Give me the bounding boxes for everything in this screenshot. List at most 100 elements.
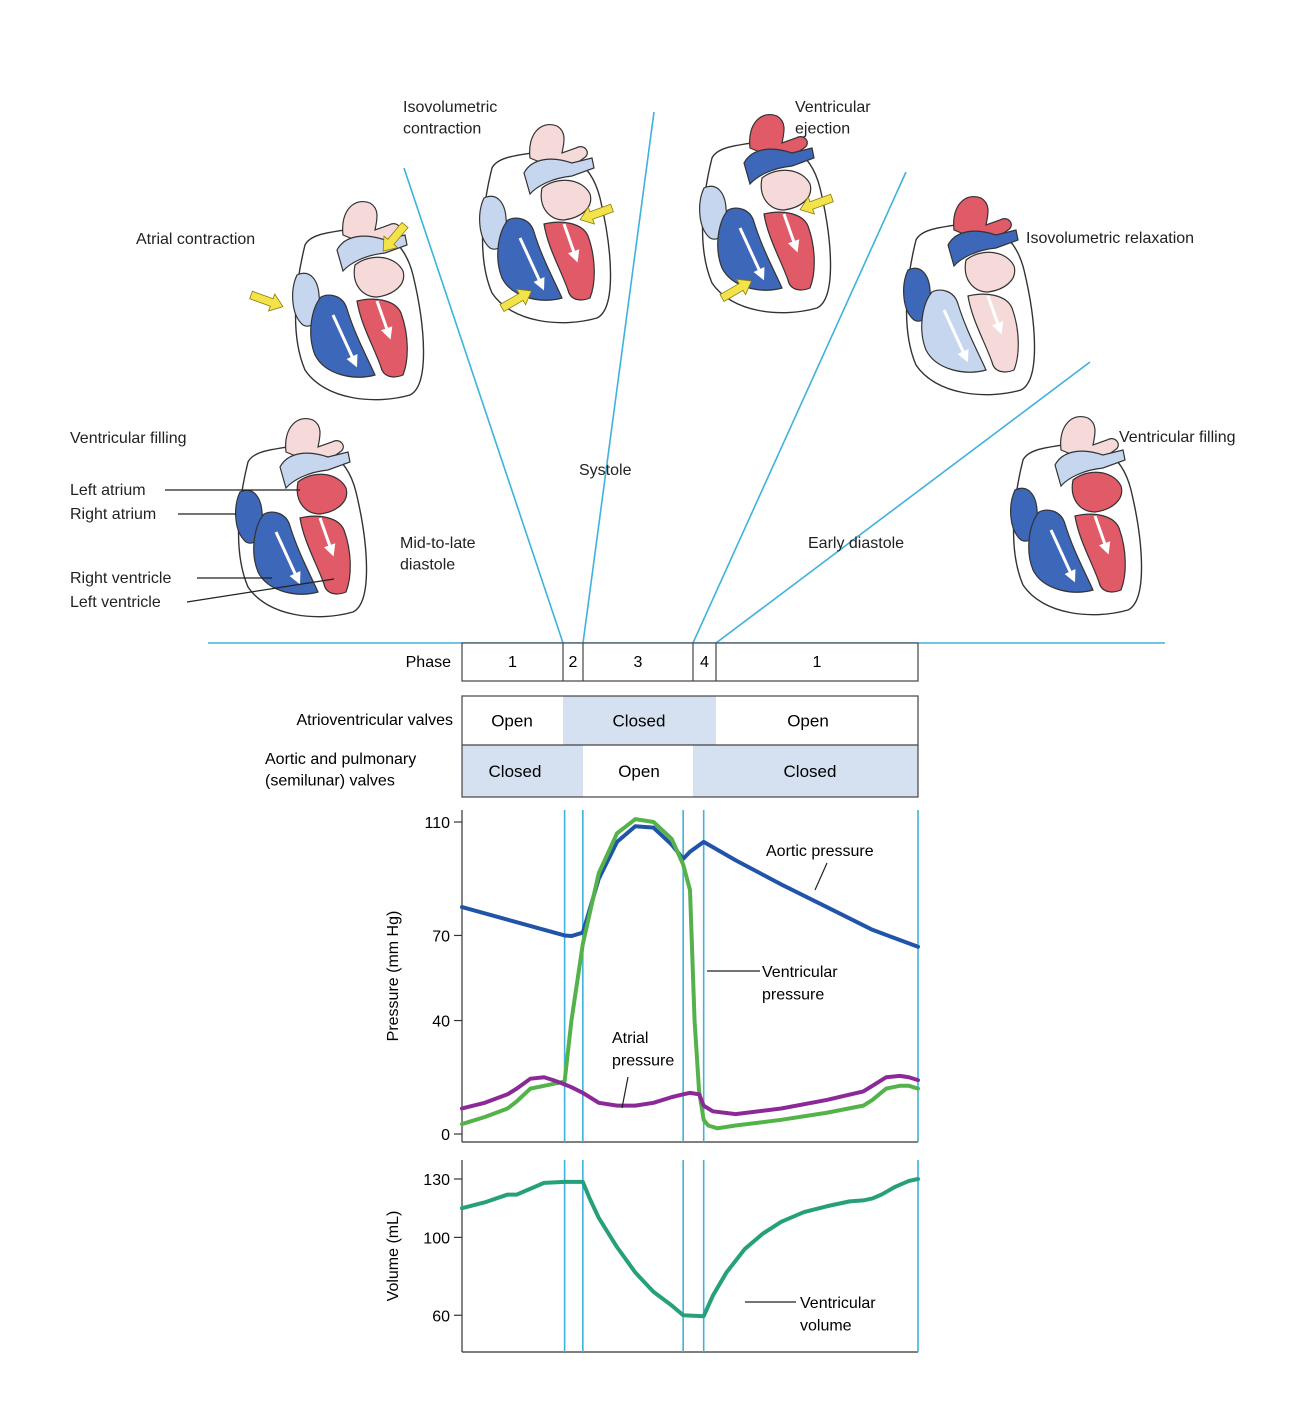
left-atrium-shape bbox=[760, 169, 812, 211]
heart-isovolumetric-relaxation bbox=[903, 196, 1036, 396]
phase-cell-1: 1 bbox=[508, 654, 517, 671]
left-atrium-shape bbox=[353, 256, 405, 298]
valve-table-frame bbox=[461, 695, 919, 798]
phase-cell-5: 1 bbox=[813, 654, 822, 671]
divider-relaxation-end bbox=[715, 361, 1091, 644]
flow-arrow bbox=[1093, 515, 1111, 555]
flow-arrow bbox=[318, 517, 336, 557]
phase-cell-3: 3 bbox=[634, 654, 643, 671]
av-state-2: Closed bbox=[613, 712, 666, 731]
semilunar-cell-bg bbox=[693, 745, 918, 797]
text-line: Isovolumetric bbox=[403, 99, 497, 116]
heart-filling-mid bbox=[235, 418, 368, 618]
y-tick-label: 40 bbox=[432, 1014, 450, 1031]
semilunar-cell-bg bbox=[583, 745, 693, 797]
left-atrium-shape bbox=[540, 179, 592, 221]
label-isovolumetric-contraction: Isovolumetric contraction bbox=[403, 99, 497, 138]
text-line: diastole bbox=[400, 557, 455, 574]
semilunar-cell-bg bbox=[462, 745, 583, 797]
y-tick-label: 70 bbox=[432, 928, 450, 945]
divider-isocontraction-start bbox=[403, 167, 564, 644]
annotation-label: Aortic pressure bbox=[766, 843, 874, 860]
y-axis-label: Pressure (mm Hg) bbox=[385, 911, 402, 1042]
y-tick-label: 0 bbox=[441, 1127, 450, 1144]
label-ventricular-filling-early: Ventricular filling bbox=[1119, 429, 1236, 446]
series-ventricular-pressure bbox=[460, 817, 920, 1131]
divider-ejection-start bbox=[582, 111, 655, 644]
pulmonary-artery-shape bbox=[947, 229, 1019, 268]
flow-arrow bbox=[1049, 529, 1076, 583]
text-line: Mid-to-late bbox=[400, 535, 476, 552]
label-atrial-contraction: Atrial contraction bbox=[136, 231, 255, 248]
text-line: (semilunar) valves bbox=[265, 773, 395, 790]
label-mid-to-late-diastole: Mid-to-late diastole bbox=[400, 535, 476, 574]
yellow-arrow-icon bbox=[382, 221, 409, 252]
series-atrial-pressure bbox=[460, 1073, 920, 1117]
heart-atrial-contraction bbox=[249, 201, 425, 401]
pulmonary-artery-shape bbox=[1054, 449, 1126, 488]
phase-table: Phase 1 2 3 4 1 bbox=[406, 642, 919, 682]
semilunar-state-1: Closed bbox=[489, 762, 542, 781]
yellow-arrow-icon bbox=[249, 290, 284, 312]
label-right-atrium: Right atrium bbox=[70, 506, 156, 523]
heart-isovolumetric-contraction bbox=[479, 124, 614, 324]
text-line: contraction bbox=[403, 121, 481, 138]
phase-cells: 1 2 3 4 1 bbox=[508, 643, 822, 681]
y-tick-label: 110 bbox=[424, 815, 450, 832]
anatomy-callouts: Left atrium Right atrium Right ventricle… bbox=[70, 482, 335, 611]
heart-ventricular-ejection bbox=[699, 114, 834, 314]
flow-arrow bbox=[518, 237, 545, 291]
y-tick-label: 130 bbox=[423, 1172, 450, 1189]
semilunar-state-3: Closed bbox=[784, 762, 837, 781]
left-atrium-shape bbox=[1071, 471, 1123, 513]
flow-arrow bbox=[331, 314, 358, 368]
heart-illustrations bbox=[235, 114, 1143, 618]
pulmonary-artery-shape bbox=[743, 147, 815, 186]
semilunar-valves-row-label: Aortic and pulmonary (semilunar) valves bbox=[265, 751, 416, 790]
av-state-3: Open bbox=[787, 712, 829, 731]
phase-cell-2: 2 bbox=[569, 654, 578, 671]
flow-arrow bbox=[375, 300, 393, 340]
valve-table: Atrioventricular valves Aortic and pulmo… bbox=[265, 695, 919, 798]
y-tick-label: 100 bbox=[423, 1230, 450, 1247]
flow-arrow bbox=[738, 227, 765, 281]
pulmonary-artery-shape bbox=[279, 451, 351, 490]
y-tick-label: 60 bbox=[432, 1308, 450, 1325]
yellow-arrow-icon bbox=[799, 193, 834, 215]
yellow-arrow-icon bbox=[499, 288, 533, 313]
phase-row-frame bbox=[461, 642, 919, 682]
av-cell-bg bbox=[462, 696, 563, 745]
yellow-arrow-icon bbox=[719, 278, 753, 303]
av-valves-row-label: Atrioventricular valves bbox=[297, 712, 454, 729]
leader-left-ventricle bbox=[186, 578, 335, 603]
av-cell-bg bbox=[716, 696, 918, 745]
label-ventricular-filling-mid: Ventricular filling bbox=[70, 430, 187, 447]
heart-filling-early bbox=[1010, 416, 1143, 616]
yellow-arrow-icon bbox=[579, 203, 614, 225]
series-ventricular-volume bbox=[460, 1177, 920, 1319]
annotation-leader bbox=[814, 862, 828, 891]
annotation-leader bbox=[621, 1076, 629, 1109]
heart-labels: Ventricular filling Atrial contraction I… bbox=[70, 99, 1236, 447]
label-isovolumetric-relaxation: Isovolumetric relaxation bbox=[1026, 230, 1194, 247]
phase-cell-4: 4 bbox=[700, 654, 709, 671]
flow-arrow bbox=[782, 213, 800, 253]
flow-arrow bbox=[942, 309, 969, 363]
flow-arrow bbox=[274, 531, 301, 585]
phase-row-label: Phase bbox=[406, 654, 451, 671]
pulmonary-artery-shape bbox=[523, 157, 595, 196]
av-cell-bg bbox=[563, 696, 716, 745]
text-line: Aortic and pulmonary bbox=[265, 751, 416, 768]
left-atrium-shape bbox=[964, 251, 1016, 293]
series-aortic-pressure bbox=[460, 824, 920, 949]
label-early-diastole: Early diastole bbox=[808, 535, 904, 552]
label-left-atrium: Left atrium bbox=[70, 482, 146, 499]
